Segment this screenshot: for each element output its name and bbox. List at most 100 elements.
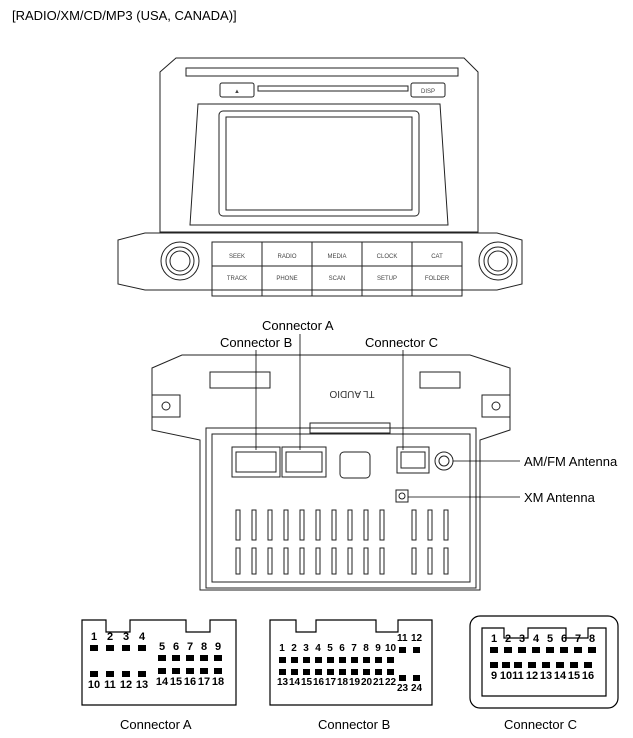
pin-label: 18	[211, 676, 225, 688]
pin-label: 6	[339, 643, 345, 654]
pin-label: 16	[183, 676, 197, 688]
pin-pad	[386, 657, 394, 663]
pin-label: 14	[289, 677, 301, 688]
pin-pad	[122, 645, 130, 651]
pin-label: 8	[200, 641, 208, 653]
pin-pad	[490, 647, 498, 653]
pin-pad	[546, 647, 554, 653]
pin-label: 5	[327, 643, 333, 654]
connector-c-caption: Connector C	[504, 717, 577, 732]
pin-label: 14	[155, 676, 169, 688]
callout-am-fm-antenna: AM/FM Antenna	[524, 454, 618, 469]
pin-pad	[326, 657, 334, 663]
page-title: [RADIO/XM/CD/MP3 (USA, CANADA)]	[12, 8, 237, 23]
pin-pad	[138, 671, 146, 677]
pin-label: 10	[499, 670, 513, 682]
pin-pad	[186, 655, 194, 661]
pin-label: 3	[122, 631, 130, 643]
screen	[218, 110, 420, 217]
pin-pad	[214, 655, 222, 661]
pin-label: 18	[337, 677, 349, 688]
pin-label: 7	[351, 643, 357, 654]
pin-label: 19	[349, 677, 361, 688]
pin-label: 12	[411, 633, 423, 644]
pin-label: 7	[186, 641, 194, 653]
pin-label: 2	[291, 643, 297, 654]
pin-pad	[350, 657, 358, 663]
pin-label: 6	[560, 633, 568, 645]
pin-label: 11	[104, 679, 116, 691]
pin-label: 23	[397, 683, 409, 694]
pin-label: 12	[525, 670, 539, 682]
pin-pad	[172, 668, 180, 674]
pin-pad	[398, 647, 406, 653]
callout-connector-a: Connector A	[262, 318, 334, 333]
pin-label: 15	[567, 670, 581, 682]
pin-label: 12	[119, 679, 133, 691]
pin-pad	[278, 657, 286, 663]
pin-pad	[502, 662, 510, 668]
pin-pad	[302, 669, 310, 675]
btn-folder: FOLDER	[425, 276, 450, 282]
pin-pad	[362, 669, 370, 675]
am-fm-antenna-jack	[434, 451, 454, 471]
pin-pad	[514, 662, 522, 668]
pin-label: 4	[138, 631, 146, 643]
pin-label: 5	[158, 641, 166, 653]
pin-label: 4	[532, 633, 540, 645]
pin-pad	[532, 647, 540, 653]
pin-pad	[290, 657, 298, 663]
pin-label: 1	[279, 643, 285, 654]
callout-connector-b: Connector B	[220, 335, 293, 350]
btn-scan: SCAN	[329, 276, 346, 282]
pin-pad	[574, 647, 582, 653]
pin-label: 9	[375, 643, 381, 654]
pin-label: 15	[301, 677, 313, 688]
pin-pad	[214, 668, 222, 674]
pin-label: 9	[214, 641, 222, 653]
pin-pad	[106, 671, 114, 677]
btn-disp: DISP	[421, 89, 435, 95]
pin-pad	[172, 655, 180, 661]
pin-pad	[200, 668, 208, 674]
pin-label: 1	[90, 631, 98, 643]
pin-pad	[186, 668, 194, 674]
pin-label: 9	[490, 670, 498, 682]
pin-label: 15	[169, 676, 183, 688]
pin-label: 20	[361, 677, 373, 688]
pin-label: 7	[574, 633, 582, 645]
pin-pad	[302, 657, 310, 663]
pin-label: 13	[135, 679, 149, 691]
pin-pad	[362, 657, 370, 663]
btn-eject: ▲	[234, 89, 240, 95]
pin-label: 24	[411, 683, 423, 694]
btn-phone: PHONE	[276, 276, 297, 282]
pin-label: 14	[553, 670, 567, 682]
screen-inner	[225, 116, 413, 211]
pin-pad	[528, 662, 536, 668]
pin-pad	[290, 669, 298, 675]
rear-connector-a	[281, 446, 327, 478]
pin-pad	[122, 671, 130, 677]
connector-a-caption: Connector A	[120, 717, 192, 732]
pin-label: 16	[581, 670, 595, 682]
btn-radio: RADIO	[277, 254, 296, 260]
pin-label: 13	[277, 677, 289, 688]
pin-pad	[570, 662, 578, 668]
pin-pad	[504, 647, 512, 653]
btn-track: TRACK	[227, 276, 247, 282]
pin-pad	[490, 662, 498, 668]
control-strip	[117, 232, 523, 291]
pin-pad	[412, 675, 420, 681]
rear-stamp: TL AUDIO	[329, 388, 374, 399]
pin-pad	[386, 669, 394, 675]
connector-b-outline	[269, 619, 433, 706]
screen-frame	[189, 103, 449, 226]
pin-label: 1	[490, 633, 498, 645]
callout-xm-antenna: XM Antenna	[524, 490, 595, 505]
pin-pad	[518, 647, 526, 653]
xm-antenna-jack	[395, 489, 409, 503]
pin-pad	[158, 655, 166, 661]
pin-label: 10	[385, 643, 397, 654]
